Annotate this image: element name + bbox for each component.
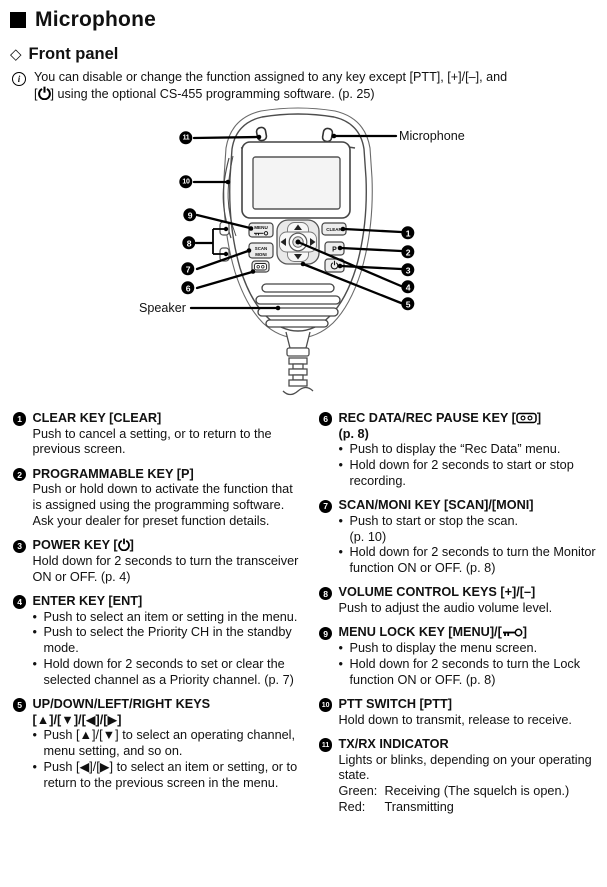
key-title: UP/DOWN/LEFT/RIGHT KEYS [▲]/[▼]/[◀]/[▶] xyxy=(32,696,211,727)
subsection-title: Front panel xyxy=(28,45,119,63)
svg-text:MONI: MONI xyxy=(255,252,266,257)
key-item-arrows: 5 UP/DOWN/LEFT/RIGHT KEYS [▲]/[▼]/[◀]/[▶… xyxy=(13,697,305,792)
bullet-item: Push to display the “Rec Data” menu. xyxy=(339,442,600,458)
key-item-rec: 6 REC DATA/REC PAUSE KEY [] (p. 8) Push … xyxy=(319,411,599,490)
power-icon xyxy=(117,538,130,552)
callout-11-txrx: 11 xyxy=(179,131,193,145)
item-4-badge: 4 xyxy=(13,595,27,609)
key-description: Hold down to transmit, release to receiv… xyxy=(338,712,572,727)
right-column: 6 REC DATA/REC PAUSE KEY [] (p. 8) Push … xyxy=(319,411,599,824)
key-description: Lights or blinks, depending on your oper… xyxy=(338,752,592,783)
bullet-item: Push [▲]/[▼] to select an operating chan… xyxy=(33,728,306,760)
item-1-badge: 1 xyxy=(13,412,27,426)
key-item-power: 3 POWER KEY [] Hold down for 2 seconds t… xyxy=(13,538,305,585)
key-title: VOLUME CONTROL KEYS [+]/[–] xyxy=(338,585,536,600)
svg-text:MENU: MENU xyxy=(254,225,268,230)
section-title-row: Microphone xyxy=(10,8,595,32)
key-title-line2: (p. 8) xyxy=(338,426,369,441)
page-title: Microphone xyxy=(35,8,156,31)
key-description: Push or hold down to activate the functi… xyxy=(32,482,293,528)
key-item-volume: 8 VOLUME CONTROL KEYS [+]/[–] Push to ad… xyxy=(319,585,599,617)
bullet-item: Push to start or stop the scan. (p. 10) xyxy=(339,514,600,546)
key-item-clear: 1 CLEAR KEY [CLEAR] Push to cancel a set… xyxy=(13,411,305,458)
black-square-icon xyxy=(10,12,26,28)
bullet-item: Hold down for 2 seconds to turn the Moni… xyxy=(339,545,600,577)
svg-text:P: P xyxy=(332,246,337,253)
callout-1-clear: 1 xyxy=(401,226,415,240)
item-3-badge: 3 xyxy=(13,539,27,553)
item-2-badge: 2 xyxy=(13,468,27,482)
note-line2: [] using the optional CS-455 programming… xyxy=(34,86,375,101)
bullet-item: Push to display the menu screen. xyxy=(339,641,600,657)
bullet-item: Hold down for 2 seconds to turn the Lock… xyxy=(339,657,600,689)
status-row-red: Red: Transmitting xyxy=(339,800,600,816)
note-text: You can disable or change the function a… xyxy=(34,70,595,103)
microphone-label: Microphone xyxy=(399,128,465,143)
item-7-badge: 7 xyxy=(319,499,333,513)
item-10-badge: 10 xyxy=(319,698,333,712)
key-title: CLEAR KEY [CLEAR] xyxy=(32,410,162,425)
item-5-badge: 5 xyxy=(13,698,27,712)
item-11-badge: 11 xyxy=(319,738,333,752)
item-9-badge: 9 xyxy=(319,626,333,641)
svg-text:SCAN: SCAN xyxy=(255,246,267,251)
key-item-ptt: 10 PTT SWITCH [PTT] Hold down to transmi… xyxy=(319,697,599,729)
key-description: Hold down for 2 seconds to turn the tran… xyxy=(32,553,299,584)
key-title: PROGRAMMABLE KEY [P] xyxy=(32,466,194,481)
status-row-green: Green: Receiving (The squelch is open.) xyxy=(339,784,600,800)
status-text: Receiving (The squelch is open.) xyxy=(384,784,570,799)
status-label: Green: xyxy=(338,784,378,799)
power-icon xyxy=(37,86,51,101)
callout-5-arrows: 5 xyxy=(401,297,415,311)
key-title: TX/RX INDICATOR xyxy=(338,736,449,751)
item-8-badge: 8 xyxy=(319,586,333,601)
key-title: PTT SWITCH [PTT] xyxy=(338,696,452,711)
note-line1: You can disable or change the function a… xyxy=(34,70,508,84)
key-title: ENTER KEY [ENT] xyxy=(32,593,143,608)
callout-8-volume: 8 xyxy=(182,236,196,250)
callout-10-ptt: 10 xyxy=(179,175,193,189)
callout-6-rec: 6 xyxy=(181,281,195,295)
diamond-icon: ◇ xyxy=(10,46,22,63)
key-lock-icon xyxy=(502,628,523,638)
key-title: MENU LOCK KEY [MENU]/[] xyxy=(338,625,528,640)
subsection-title-row: ◇ Front panel xyxy=(10,45,595,64)
speaker-label: Speaker xyxy=(139,300,186,315)
key-title: REC DATA/REC PAUSE KEY [] xyxy=(338,410,542,425)
key-title: POWER KEY [] xyxy=(32,538,134,553)
key-description: Push to cancel a setting, or to return t… xyxy=(32,426,272,457)
callout-3-power: 3 xyxy=(401,263,415,277)
callout-7-scan: 7 xyxy=(181,262,195,276)
front-panel-diagram: MENU SCAN MONI CLEAR P xyxy=(0,105,607,401)
status-label: Red: xyxy=(338,799,366,814)
bullet-item: Push [◀]/[▶] to select an item or settin… xyxy=(33,760,306,792)
key-description: Push to adjust the audio volume level. xyxy=(338,601,553,616)
key-descriptions: 1 CLEAR KEY [CLEAR] Push to cancel a set… xyxy=(0,411,607,824)
status-text: Transmitting xyxy=(384,799,454,814)
page-header: Microphone ◇ Front panel i You can disab… xyxy=(0,0,607,103)
info-icon: i xyxy=(12,72,26,86)
callout-4-enter: 4 xyxy=(401,280,415,294)
note-block: i You can disable or change the function… xyxy=(12,70,595,103)
callout-2-programmable: 2 xyxy=(401,245,415,259)
key-item-scan-moni: 7 SCAN/MONI KEY [SCAN]/[MONI] Push to st… xyxy=(319,498,599,577)
bullet-item: Hold down for 2 seconds to set or clear … xyxy=(33,657,306,689)
key-item-enter: 4 ENTER KEY [ENT] Push to select an item… xyxy=(13,594,305,689)
bullet-item: Push to select an item or setting in the… xyxy=(33,610,306,626)
svg-text:CLEAR: CLEAR xyxy=(326,227,342,232)
bullet-item: Push to select the Priority CH in the st… xyxy=(33,625,306,657)
rec-cassette-icon xyxy=(516,412,537,424)
bullet-item: Hold down for 2 seconds to start or stop… xyxy=(339,458,600,490)
item-6-badge: 6 xyxy=(319,412,333,426)
left-column: 1 CLEAR KEY [CLEAR] Push to cancel a set… xyxy=(13,411,305,824)
key-item-menu-lock: 9 MENU LOCK KEY [MENU]/[] Push to displa… xyxy=(319,625,599,688)
key-item-programmable: 2 PROGRAMMABLE KEY [P] Push or hold down… xyxy=(13,467,305,530)
key-item-txrx: 11 TX/RX INDICATOR Lights or blinks, dep… xyxy=(319,737,599,816)
microphone-drawing: MENU SCAN MONI CLEAR P xyxy=(189,107,403,396)
key-title: SCAN/MONI KEY [SCAN]/[MONI] xyxy=(338,498,534,513)
callout-9-menu: 9 xyxy=(183,208,197,222)
